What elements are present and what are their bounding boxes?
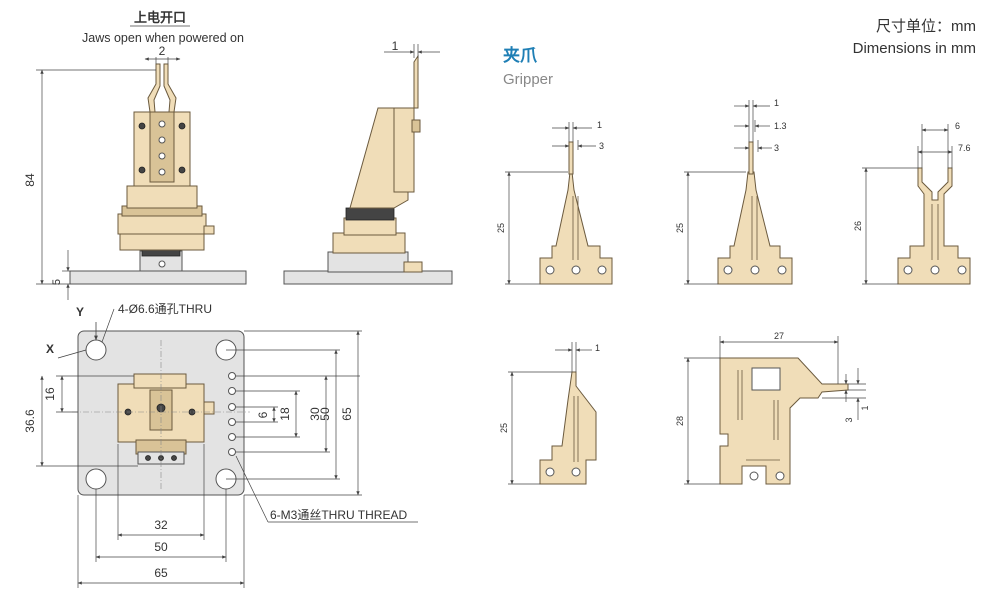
gripper-e-window <box>751 367 781 391</box>
title-cn: 上电开口 <box>134 10 186 25</box>
front-jaw-right <box>163 63 177 113</box>
front-lower-hole <box>158 260 166 268</box>
dim-6: 6 <box>256 411 270 418</box>
front-side-knob <box>203 225 215 235</box>
dim-65-h: 65 <box>154 566 168 580</box>
dim-32: 32 <box>154 518 168 532</box>
dim-16: 16 <box>43 387 57 401</box>
units-cn: 尺寸单位：mm <box>876 18 976 35</box>
front-screw-l1 <box>138 122 146 130</box>
plan-thread-3 <box>228 403 236 411</box>
gripper-d-dim-25: 25 <box>499 423 509 433</box>
front-hole-3 <box>158 152 166 160</box>
side-right-tab <box>403 261 423 273</box>
front-screw-r2 <box>178 166 186 174</box>
gripper-view-e: 27 3 1 28 <box>675 331 870 485</box>
side-jaw-finger <box>413 54 419 109</box>
plan-thread-4 <box>228 418 236 426</box>
gripper-e-dim-27: 27 <box>774 331 784 341</box>
plan-hole-tl <box>85 339 107 361</box>
front-screw-r1 <box>178 122 186 130</box>
gripper-title-cn: 夹爪 <box>503 45 538 65</box>
gripper-b-finger <box>748 141 754 175</box>
front-view: 2 84 5 <box>23 44 247 300</box>
gripper-e-dim-3: 3 <box>844 417 854 422</box>
dim-18: 18 <box>278 407 292 421</box>
side-knob <box>411 119 421 133</box>
gripper-a-dim-3: 3 <box>599 141 604 151</box>
dim-50-v: 50 <box>318 407 332 421</box>
gripper-d-dim-1: 1 <box>595 343 600 353</box>
gripper-d-body <box>539 371 597 485</box>
gripper-c-dim-6: 6 <box>955 121 960 131</box>
title-en: Jaws open when powered on <box>82 31 244 45</box>
thread-note: 6-M3通丝THRU THREAD <box>270 508 407 522</box>
side-screw-row <box>345 207 395 221</box>
gripper-b-body <box>717 171 793 285</box>
gripper-b-dim-1-3: 1.3 <box>774 121 787 131</box>
front-dim-base: 5 <box>51 279 63 285</box>
front-hole-1 <box>158 120 166 128</box>
gripper-a-finger <box>568 141 574 175</box>
plan-thread-5 <box>228 433 236 441</box>
side-flange <box>332 232 406 254</box>
gripper-view-a: 1 3 25 <box>496 120 613 285</box>
front-body-lower <box>126 185 198 209</box>
front-flange-upper <box>117 213 207 235</box>
gripper-a-body <box>539 171 613 285</box>
plan-hole-bl <box>85 468 107 490</box>
dim-65-v: 65 <box>340 407 354 421</box>
side-base-plate <box>283 270 453 285</box>
dim-36-6: 36.6 <box>23 409 37 433</box>
front-dim-top: 2 <box>159 44 166 58</box>
plan-side-knob <box>203 401 215 415</box>
front-base-plate <box>69 270 247 285</box>
gripper-view-c: 6 7.6 26 <box>853 121 971 285</box>
front-screw-l2 <box>138 166 146 174</box>
units-en: Dimensions in mm <box>853 40 976 57</box>
gripper-a-dim-25: 25 <box>496 223 506 233</box>
front-dim-height: 84 <box>23 173 37 187</box>
gripper-b-dim-3: 3 <box>774 143 779 153</box>
gripper-e-body <box>719 357 849 485</box>
gripper-a-dim-1: 1 <box>597 120 602 130</box>
gripper-b-dim-25: 25 <box>675 223 685 233</box>
front-hole-2 <box>158 136 166 144</box>
gripper-e-dim-1: 1 <box>860 405 870 410</box>
side-lower-block <box>327 251 409 273</box>
axis-x-label: X <box>46 342 54 356</box>
gripper-view-d: 1 25 <box>499 342 600 485</box>
plan-thread-6 <box>228 448 236 456</box>
plan-view: Y X 4-Ø6.6通孔THRU 6-M3通丝THRU THREAD 16 36… <box>23 302 418 588</box>
gripper-view-b: 1 1.3 3 25 <box>675 98 793 285</box>
gripper-e-dim-28: 28 <box>675 416 685 426</box>
front-flange <box>119 231 205 251</box>
hole-note: 4-Ø6.6通孔THRU <box>118 302 212 316</box>
dim-30: 30 <box>308 407 322 421</box>
side-dim-top: 1 <box>392 39 399 53</box>
dim-50-h: 50 <box>154 540 168 554</box>
side-jaw-block <box>393 107 415 193</box>
plan-thread-2 <box>228 387 236 395</box>
side-flange-upper <box>343 217 397 236</box>
gripper-c-dim-26: 26 <box>853 221 863 231</box>
gripper-title-en: Gripper <box>503 71 553 88</box>
front-hole-4 <box>158 168 166 176</box>
gripper-c-dim-7-6: 7.6 <box>958 143 971 153</box>
gripper-b-dim-1: 1 <box>774 98 779 108</box>
plan-thread-1 <box>228 372 236 380</box>
gripper-c-body <box>897 167 971 285</box>
front-jaw-left <box>147 63 161 113</box>
axis-y-label: Y <box>76 305 84 319</box>
side-view: 1 <box>283 39 453 285</box>
plan-body-top <box>133 373 187 389</box>
